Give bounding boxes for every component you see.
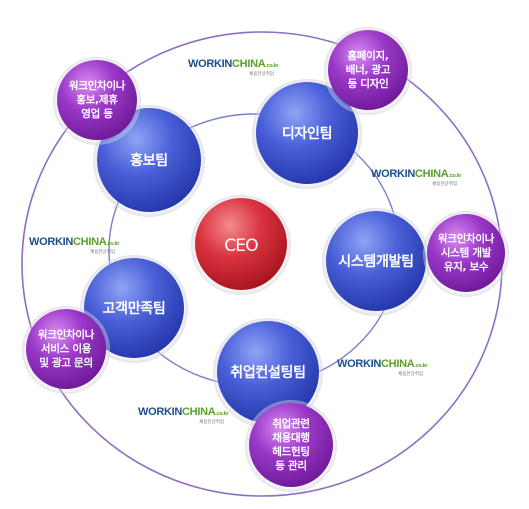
brand-logo: WORKINCHINA.co.kr 채용한글취업	[371, 168, 463, 187]
duty-line: 유지, 보수	[444, 260, 489, 273]
ceo-node: CEO	[191, 195, 291, 295]
duty-line: 워크인차이나	[69, 79, 126, 92]
svg-text:WORKINCHINA.co.kr: WORKINCHINA.co.kr	[29, 236, 120, 248]
team-label-design: 디자인팀	[282, 125, 332, 142]
svg-text:채용한글취업: 채용한글취업	[90, 248, 115, 255]
team-node-design: 디자인팀	[252, 79, 362, 189]
duty-line: 시스템 개발	[441, 246, 492, 259]
brand-logo: WORKINCHINA.co.kr 채용한글취업	[188, 58, 280, 77]
duty-line: 영업 등	[81, 107, 113, 120]
duty-line: 헤드헌팅	[272, 445, 309, 458]
svg-text:채용한글취업: 채용한글취업	[199, 418, 224, 425]
duty-node-design: 홈페이지, 배너, 광고 등 디자인	[324, 27, 412, 115]
team-label-cs: 고객만족팀	[103, 300, 166, 317]
duty-line: 취업관련	[272, 417, 309, 430]
duty-node-system: 워크인차이나 시스템 개발 유지, 보수	[423, 211, 509, 297]
svg-text:채용한글취업: 채용한글취업	[432, 180, 457, 187]
duty-node-pr: 워크인차이나 홍보,제휴 영업 등	[53, 57, 141, 145]
svg-text:채용한글취업: 채용한글취업	[249, 70, 274, 77]
svg-text:채용한글취업: 채용한글취업	[398, 370, 423, 377]
team-node-consulting: 취업컨설팅팀	[213, 318, 323, 428]
brand-logo: WORKINCHINA.co.kr 채용한글취업	[337, 358, 429, 377]
duty-line: 등 디자인	[348, 77, 389, 90]
svg-text:WORKINCHINA.co.kr: WORKINCHINA.co.kr	[337, 358, 428, 370]
duty-line: 등 관리	[275, 459, 306, 472]
duty-line: 워크인차이나	[38, 328, 95, 341]
brand-logo: WORKINCHINA.co.kr 채용한글취업	[138, 406, 230, 425]
svg-text:WORKINCHINA.co.kr: WORKINCHINA.co.kr	[188, 58, 279, 70]
brand-logo: WORKINCHINA.co.kr 채용한글취업	[29, 236, 121, 255]
ceo-label: CEO	[224, 236, 258, 256]
duty-node-consulting: 취업관련 채용대행 헤드헌팅 등 관리	[245, 400, 337, 492]
team-label-system: 시스템개발팀	[338, 253, 413, 270]
duty-line: 및 광고 문의	[39, 356, 93, 369]
duty-line: 채용대행	[272, 431, 309, 444]
duty-line: 배너, 광고	[346, 63, 391, 76]
duty-line: 홍보,제휴	[76, 93, 118, 106]
team-label-pr: 홍보팀	[130, 152, 168, 169]
svg-text:WORKINCHINA.co.kr: WORKINCHINA.co.kr	[138, 406, 229, 418]
duty-line: 홈페이지,	[347, 49, 388, 62]
team-node-system: 시스템개발팀	[322, 208, 430, 316]
team-label-consulting: 취업컨설팅팀	[230, 364, 305, 381]
duty-line: 서비스 이용	[41, 342, 92, 355]
duty-line: 워크인차이나	[438, 232, 495, 245]
svg-text:WORKINCHINA.co.kr: WORKINCHINA.co.kr	[371, 168, 462, 180]
duty-node-cs: 워크인차이나 서비스 이용 및 광고 문의	[22, 306, 110, 394]
